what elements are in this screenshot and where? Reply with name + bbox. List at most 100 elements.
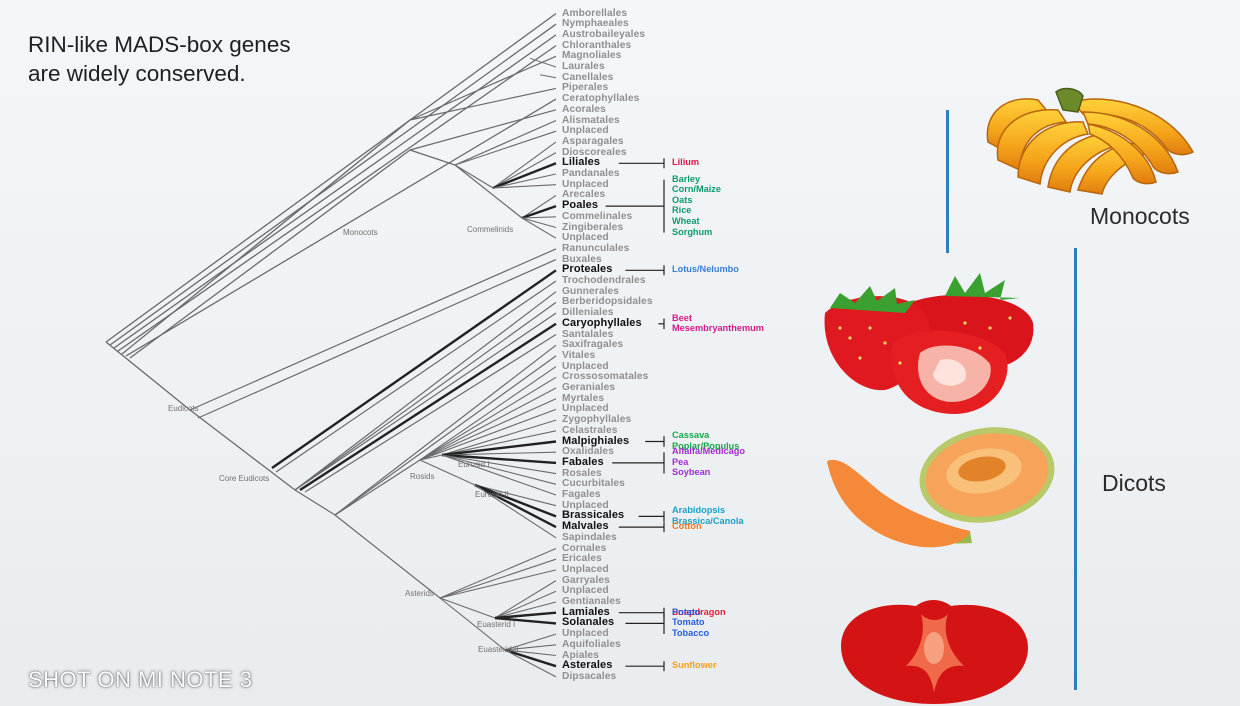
- strawberries-icon: [824, 273, 1034, 414]
- branch-unplaced-8: [494, 590, 557, 619]
- order-garryales-53: Garryales: [562, 574, 610, 586]
- branch-gentianales: [494, 601, 557, 619]
- order-gunnerales-26: Gunnerales: [562, 285, 620, 297]
- order-santalales-30: Santalales: [562, 328, 614, 340]
- order-sapindales-49: Sapindales: [562, 531, 617, 543]
- dicots-bar: [1074, 248, 1077, 690]
- dicots-label: Dicots: [1102, 470, 1166, 496]
- branch-santalales: [304, 333, 557, 493]
- branch-laurales: [529, 57, 557, 68]
- branch-unplaced-5: [419, 408, 557, 461]
- branch-monocots: [129, 149, 411, 359]
- species-label: Snapdragon: [672, 606, 726, 617]
- branch-unplaced-7: [439, 569, 557, 599]
- gene-group-asterales: Sunflower: [672, 660, 716, 671]
- order-ceratophyllales-8: Ceratophyllales: [562, 93, 640, 105]
- branch-rosids: [334, 459, 421, 516]
- species-label: Corn/Maize: [672, 184, 722, 195]
- order-unplaced-52: Unplaced: [562, 563, 609, 575]
- slide-title: RIN-like MADS-box genes are widely conse…: [28, 32, 291, 86]
- branch-sapindales: [474, 484, 557, 539]
- order-asterales-61: Asterales: [562, 659, 613, 672]
- branch-asterales: [504, 648, 557, 668]
- branch-cornales: [439, 547, 557, 599]
- gene-group-lamiales: Snapdragon: [672, 607, 726, 618]
- branch-arecales: [521, 194, 557, 219]
- order-arecales-17: Arecales: [562, 189, 606, 201]
- species-label: Beet: [672, 312, 692, 323]
- branch-garryales: [494, 580, 557, 619]
- order-gentianales-55: Gentianales: [562, 596, 621, 607]
- branch-ranunculales: [189, 248, 557, 411]
- monocots-label: Monocots: [1090, 203, 1190, 229]
- camera-watermark: SHOT ON MI NOTE 3: [28, 667, 253, 692]
- order-trochodendrales-25: Trochodendrales: [562, 275, 646, 286]
- species-label: Barley: [672, 173, 701, 184]
- order-commelinales-19: Commelinales: [562, 210, 633, 222]
- order-ericales-51: Ericales: [562, 553, 602, 565]
- branch-austrobaileyales: [113, 34, 557, 349]
- branch-trochodendrales: [275, 280, 557, 473]
- order-malvales-48: Malvales: [562, 520, 609, 533]
- order-celastrales-39: Celastrales: [562, 424, 618, 436]
- branch-commelinales: [521, 216, 557, 219]
- order-ranunculales-22: Ranunculales: [562, 242, 630, 254]
- order-lamiales-56: Lamiales: [562, 605, 610, 618]
- order-oxalidales-41: Oxalidales: [562, 446, 614, 458]
- branch-vitales: [334, 355, 557, 516]
- branch-cucurbitales: [441, 454, 557, 485]
- order-magnoliales-4: Magnoliales: [562, 50, 622, 62]
- gene-group-malvales: Cotton: [672, 521, 702, 532]
- branch-monocot-core: [409, 149, 456, 166]
- branch-berberidopsidales: [294, 301, 557, 491]
- order-myrtales-36: Myrtales: [562, 392, 605, 404]
- order-dilleniales-28: Dilleniales: [562, 307, 614, 319]
- order-poales-18: Poales: [562, 199, 599, 212]
- clade-label-rosids: Rosids: [410, 472, 435, 481]
- species-label: Mesembryanthemum: [672, 323, 764, 334]
- branch-eurosid2: [419, 459, 476, 486]
- branch-geraniales: [419, 387, 557, 461]
- order-unplaced-16: Unplaced: [562, 178, 609, 190]
- order-crossosomatales-34: Crossosomatales: [562, 371, 649, 383]
- branch-chloranthales: [117, 45, 557, 352]
- branch-nymphaeales: [109, 23, 557, 346]
- order-pandanales-15: Pandanales: [562, 168, 620, 179]
- order-laurales-5: Laurales: [562, 61, 605, 72]
- branch-malpighiales: [441, 440, 557, 457]
- branch-superrosids: [294, 489, 336, 516]
- order-zingiberales-20: Zingiberales: [562, 221, 624, 233]
- order-acorales-9: Acorales: [562, 103, 606, 115]
- branch-pandanales: [492, 173, 557, 189]
- order-unplaced-21: Unplaced: [562, 232, 609, 244]
- branch-unplaced-6: [474, 484, 557, 507]
- order-dipsacales-62: Dipsacales: [562, 670, 617, 682]
- branch-unplaced-3: [521, 217, 557, 239]
- branch-fabales: [441, 453, 557, 465]
- species-label: Arabidopsis: [672, 505, 726, 516]
- order-unplaced-11: Unplaced: [562, 125, 609, 137]
- order-berberidopsidales-27: Berberidopsidales: [562, 296, 653, 308]
- species-label: Lotus/Nelumbo: [672, 264, 739, 275]
- species-label: Oats: [672, 194, 693, 205]
- branch-apiales: [504, 649, 557, 657]
- branch-eudicots: [105, 341, 191, 411]
- clade-label-eudicots: Eudicots: [168, 404, 199, 413]
- clade-label-asterids: Asterids: [405, 589, 434, 598]
- order-dioscoreales-13: Dioscoreales: [562, 146, 627, 158]
- branch-ericales: [439, 558, 557, 599]
- clade-label-commelinids: Commelinids: [467, 225, 514, 234]
- order-geraniales-35: Geraniales: [562, 382, 616, 393]
- species-label: Brassica/Canola: [672, 515, 744, 526]
- order-nymphaeales-1: Nymphaeales: [562, 18, 629, 30]
- branch-buxales: [197, 259, 557, 419]
- order-alismatales-10: Alismatales: [562, 114, 620, 126]
- branch-commelinids: [454, 164, 523, 219]
- branch-crossosomatales: [419, 376, 557, 461]
- branch-aquifoliales: [504, 644, 557, 651]
- branch-fagales: [441, 454, 557, 496]
- order-zygophyllales-38: Zygophyllales: [562, 414, 632, 426]
